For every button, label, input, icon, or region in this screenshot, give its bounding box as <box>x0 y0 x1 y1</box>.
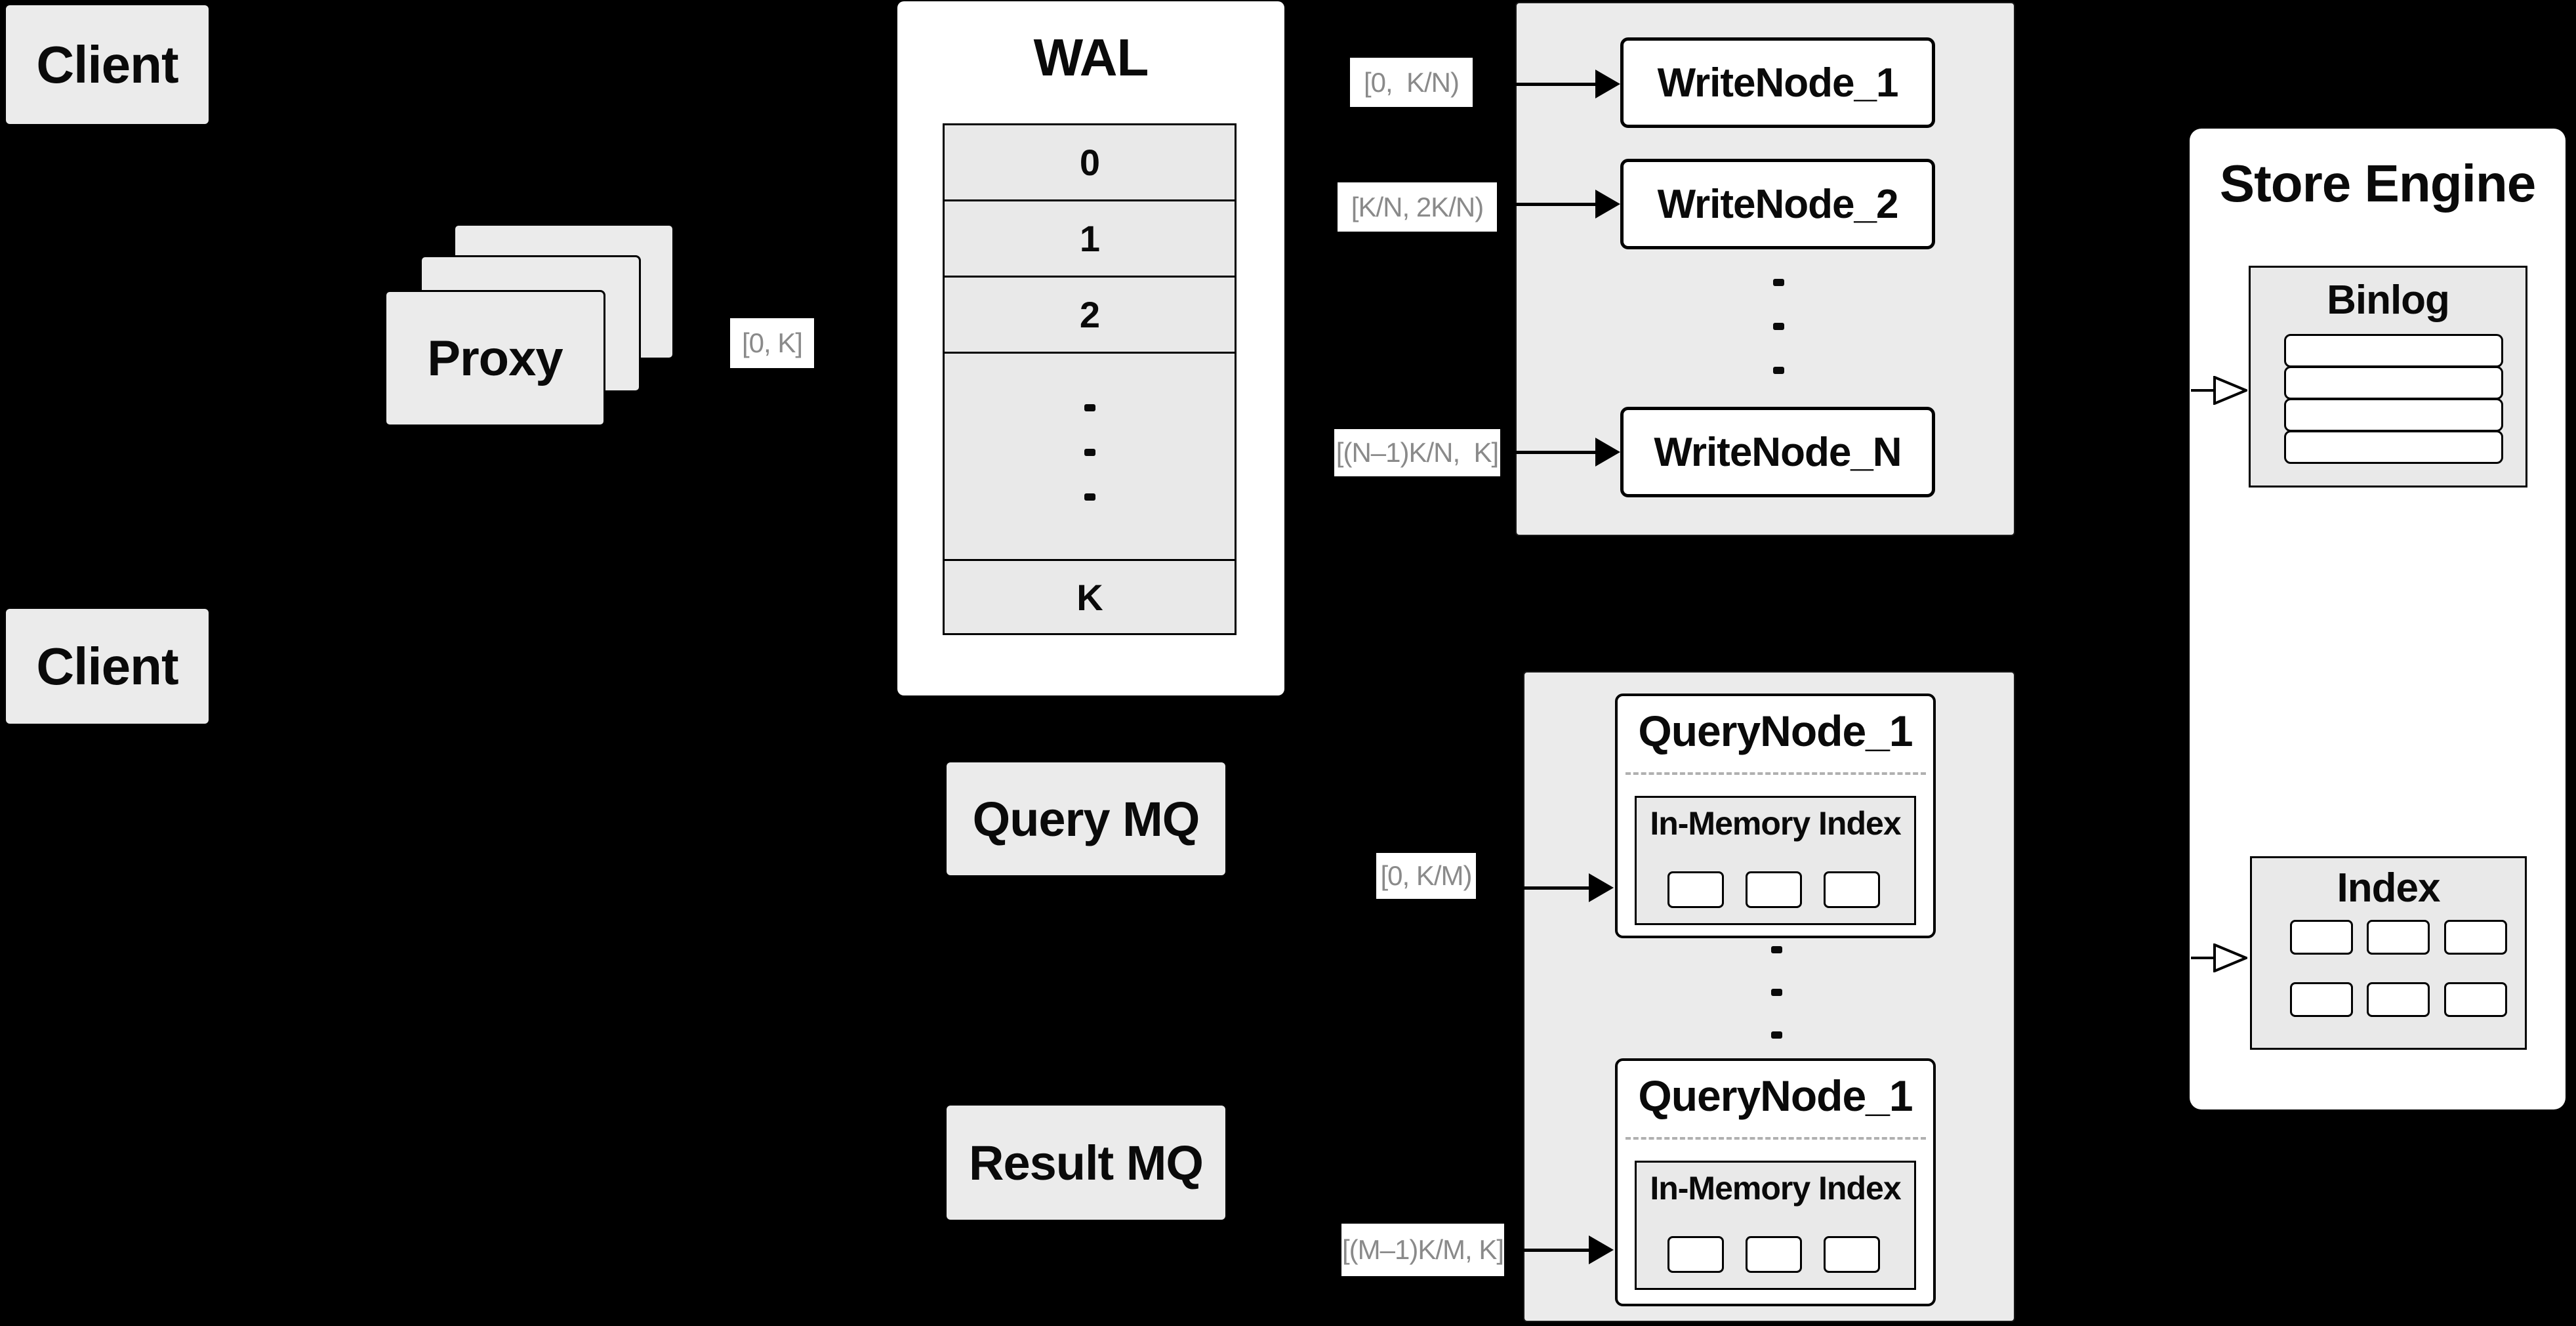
filled-right-arrowhead-icon <box>1595 190 1620 218</box>
store-engine-title: Store Engine <box>2190 148 2566 220</box>
arrow-to-querynode-top <box>1523 873 1615 902</box>
query-mq-label: Query MQ <box>972 791 1200 846</box>
arrow-to-index <box>2191 943 2250 972</box>
proxy-label: Proxy <box>427 330 563 386</box>
querynode-bottom-title: QueryNode_1 <box>1615 1068 1936 1123</box>
range-label-writenode-1: [0, K/N) <box>1350 58 1473 107</box>
writenode-1-label: WriteNode_1 <box>1657 60 1899 106</box>
wal-segment-2-text: 2 <box>1079 294 1100 335</box>
hollow-right-arrowhead-icon <box>2213 376 2247 405</box>
filled-right-arrowhead-icon <box>1595 438 1620 466</box>
range-label-querynode-1: [0, K/M) <box>1376 853 1476 899</box>
range-label-querynode-m: [(M–1)K/M, K] <box>1341 1224 1504 1276</box>
range-label-writenode-n: [(N–1)K/N, K] <box>1334 429 1500 476</box>
writenode-n-label: WriteNode_N <box>1654 429 1902 475</box>
querynode-bottom-title-text: QueryNode_1 <box>1638 1071 1913 1120</box>
wal-segment-1-text: 1 <box>1079 218 1100 259</box>
binlog-row <box>2284 430 2503 464</box>
querynode-top-title: QueryNode_1 <box>1615 703 1936 758</box>
arrow-to-querynode-bottom <box>1523 1235 1615 1264</box>
querynode-ellipsis <box>1771 946 1782 1045</box>
client-bottom-label: Client <box>36 636 178 695</box>
wal-segment-0-text: 0 <box>1079 142 1100 183</box>
arrow-to-binlog <box>2191 376 2250 405</box>
binlog-title: Binlog <box>2249 272 2527 328</box>
writenode-2-box: WriteNode_2 <box>1620 159 1935 249</box>
binlog-row <box>2284 334 2503 367</box>
filled-right-arrowhead-icon <box>1595 70 1620 98</box>
writenode-ellipsis <box>1773 279 1784 390</box>
writenode-1-box: WriteNode_1 <box>1620 37 1935 128</box>
writenode-2-label: WriteNode_2 <box>1657 181 1899 227</box>
range-label-writenode-1-text: [0, K/N) <box>1363 66 1460 98</box>
index-segment-cell <box>2367 982 2430 1017</box>
wal-segment-table: 0 1 2 K <box>943 123 1237 635</box>
range-label-proxy-wal: [0, K] <box>730 318 814 368</box>
range-label-proxy-wal-text: [0, K] <box>741 327 803 358</box>
proxy-box: Proxy <box>384 290 605 426</box>
query-mq-box: Query MQ <box>947 762 1225 875</box>
wal-title-text: WAL <box>1033 28 1149 87</box>
querynode-bottom-segment-cell <box>1746 1236 1802 1273</box>
querynode-bottom-inmemory-title: In-Memory Index <box>1635 1167 1916 1210</box>
querynode-top-divider <box>1625 772 1926 775</box>
result-mq-box: Result MQ <box>947 1106 1225 1220</box>
querynode-top-segment-cell <box>1667 871 1724 908</box>
client-top-label: Client <box>36 35 178 94</box>
querynode-top-title-text: QueryNode_1 <box>1638 707 1913 755</box>
range-label-writenode-2: [K/N, 2K/N) <box>1338 182 1497 232</box>
arrow-to-writenode-2 <box>1515 190 1620 218</box>
index-title: Index <box>2250 861 2527 914</box>
querynode-bottom-divider <box>1625 1137 1926 1140</box>
writenode-n-box: WriteNode_N <box>1620 407 1935 497</box>
filled-right-arrowhead-icon <box>1589 1235 1614 1264</box>
index-title-text: Index <box>2337 865 2441 911</box>
arrow-to-writenode-1 <box>1515 70 1620 98</box>
index-segment-cell <box>2444 920 2507 955</box>
range-label-writenode-2-text: [K/N, 2K/N) <box>1351 191 1484 222</box>
store-engine-title-text: Store Engine <box>2219 154 2536 213</box>
index-segment-cell <box>2367 920 2430 955</box>
querynode-bottom-segment-cell <box>1667 1236 1724 1273</box>
index-segment-cell <box>2290 982 2353 1017</box>
querynode-bottom-segment-cell <box>1824 1236 1880 1273</box>
querynode-top-segment-cell <box>1824 871 1880 908</box>
hollow-right-arrowhead-icon <box>2213 943 2247 972</box>
querynode-bottom-inmemory-title-text: In-Memory Index <box>1650 1170 1901 1207</box>
binlog-row <box>2284 366 2503 400</box>
index-segment-cell <box>2444 982 2507 1017</box>
client-box-top: Client <box>6 5 209 124</box>
wal-segment-row-1: 1 <box>945 201 1235 278</box>
wal-title: WAL <box>897 23 1284 92</box>
wal-segment-row-k: K <box>945 561 1235 633</box>
filled-right-arrowhead-icon <box>1589 873 1614 902</box>
wal-segment-row-2: 2 <box>945 278 1235 354</box>
wal-segment-row-ellipsis <box>945 354 1235 561</box>
client-box-bottom: Client <box>6 609 209 724</box>
wal-segment-row-0: 0 <box>945 125 1235 201</box>
index-segment-cell <box>2290 920 2353 955</box>
querynode-top-inmemory-title-text: In-Memory Index <box>1650 805 1901 842</box>
vertical-ellipsis-icon <box>1084 378 1095 535</box>
range-label-writenode-n-text: [(N–1)K/N, K] <box>1336 437 1499 468</box>
result-mq-label: Result MQ <box>969 1135 1204 1190</box>
arrow-to-writenode-n <box>1515 438 1620 466</box>
querynode-top-segment-cell <box>1746 871 1802 908</box>
binlog-title-text: Binlog <box>2327 278 2450 323</box>
binlog-row <box>2284 398 2503 432</box>
range-label-querynode-1-text: [0, K/M) <box>1380 860 1472 891</box>
range-label-querynode-m-text: [(M–1)K/M, K] <box>1341 1234 1504 1265</box>
querynode-top-inmemory-title: In-Memory Index <box>1635 802 1916 845</box>
wal-segment-k-text: K <box>1076 576 1103 618</box>
